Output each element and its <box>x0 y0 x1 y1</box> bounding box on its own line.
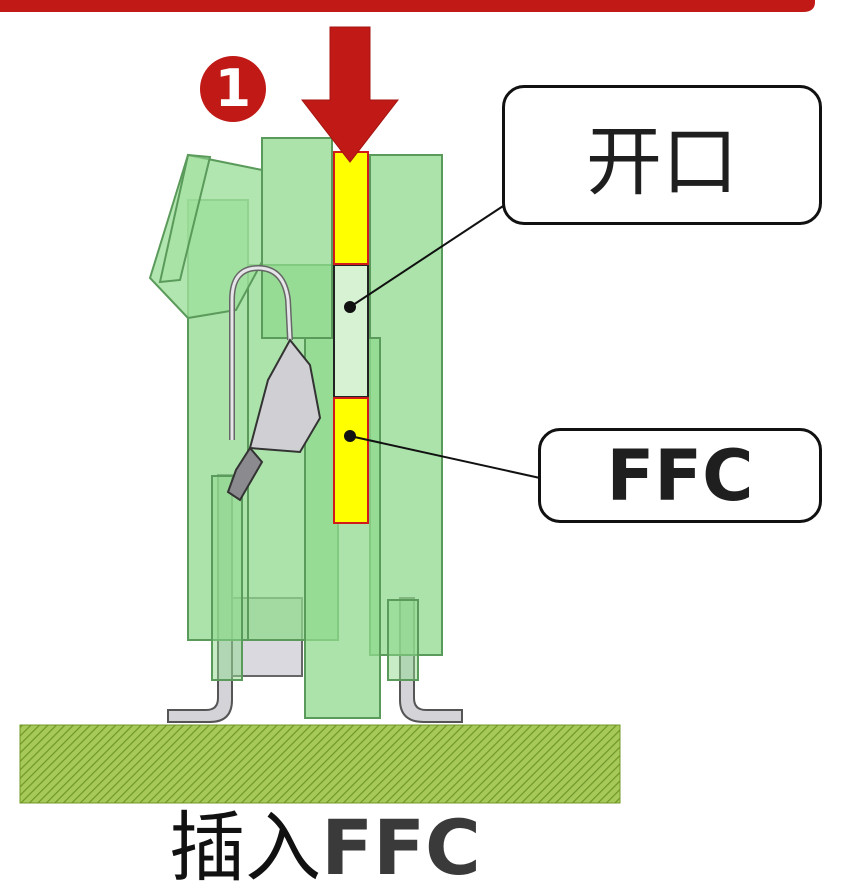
step-number-badge: 1 <box>200 56 266 122</box>
ffc-upper <box>333 151 369 265</box>
caption-suffix: FFC <box>321 803 481 892</box>
caption-prefix: 插入 <box>169 803 322 892</box>
callout-opening: 开口 <box>502 85 822 225</box>
contact-latch <box>226 338 322 502</box>
ffc-lower <box>333 397 369 524</box>
actuator <box>148 153 263 320</box>
arrow-down-icon <box>300 26 400 163</box>
leader-dot-opening <box>344 301 356 313</box>
banner-edge <box>0 0 815 12</box>
caption: 插入FFC <box>0 808 650 888</box>
callout-opening-text: 开口 <box>586 117 738 206</box>
opening-slot <box>333 264 369 398</box>
leader-dot-ffc <box>344 430 356 442</box>
leader-line-ffc <box>349 435 541 479</box>
callout-ffc-text: FFC <box>606 434 754 517</box>
pcb-board <box>19 724 621 804</box>
callout-ffc: FFC <box>538 428 822 523</box>
